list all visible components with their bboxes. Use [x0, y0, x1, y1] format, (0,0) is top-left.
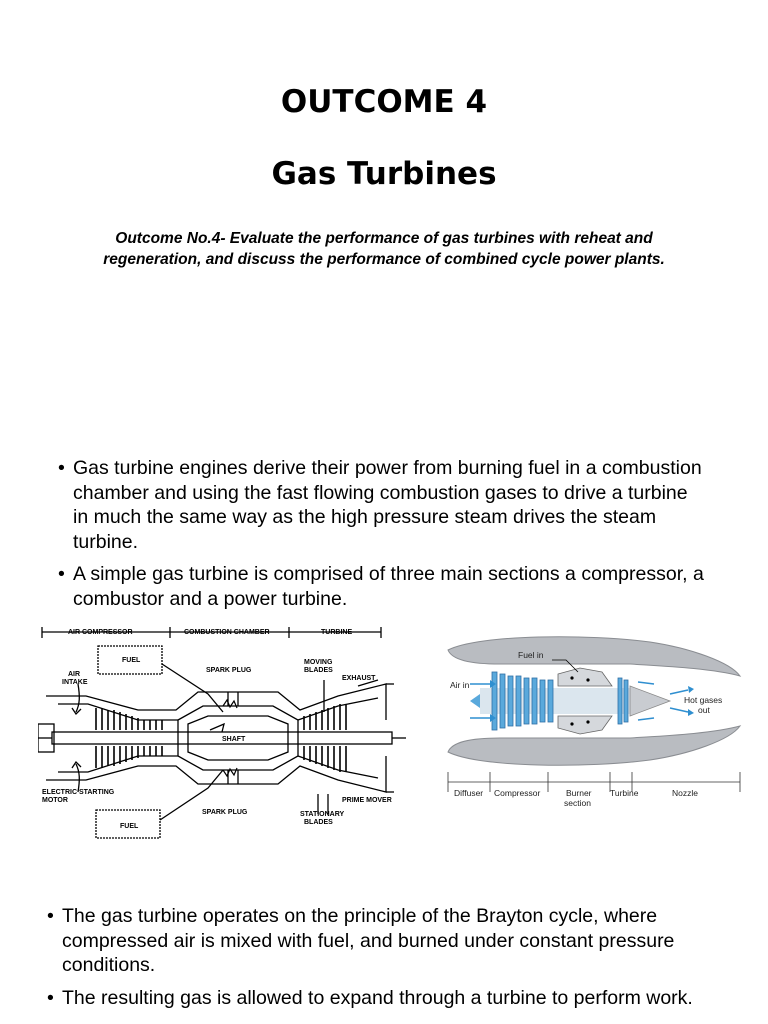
label-spark-plug-top: SPARK PLUG	[206, 667, 252, 674]
label-nozzle: Nozzle	[672, 788, 698, 798]
label-fuel-in: Fuel in	[518, 650, 544, 660]
page-subtitle: Gas Turbines	[271, 156, 497, 192]
outcome-description: Outcome No.4- Evaluate the performance o…	[103, 230, 665, 268]
label-hot-gases-out: out	[698, 705, 710, 715]
label-turbine: TURBINE	[321, 629, 352, 636]
label-stationary-blades-2: BLADES	[304, 819, 333, 826]
label-stationary-blades-1: STATIONARY	[300, 811, 345, 818]
label-air-in: Air in	[450, 680, 470, 690]
label-burner: Burner	[566, 788, 592, 798]
bullet-list-top: Gas turbine engines derive their power f…	[58, 456, 708, 619]
bullet-item: Gas turbine engines derive their power f…	[58, 456, 708, 554]
label-air-compressor: AIR COMPRESSOR	[68, 629, 133, 636]
label-combustion-chamber: COMBUSTION CHAMBER	[184, 629, 270, 636]
bullet-item: A simple gas turbine is comprised of thr…	[58, 562, 708, 611]
label-exhaust: EXHAUST	[342, 675, 376, 682]
label-electric-starting: ELECTRIC STARTING	[42, 789, 115, 796]
label-fuel-top: FUEL	[122, 657, 141, 664]
page-title: OUTCOME 4	[280, 84, 488, 120]
label-moving-blades-1: MOVING	[304, 659, 333, 666]
label-fuel-bottom: FUEL	[120, 823, 139, 830]
label-air-intake-1: AIR	[68, 671, 80, 678]
label-shaft: SHAFT	[222, 736, 246, 743]
label-diffuser: Diffuser	[454, 788, 483, 798]
label-air-intake-2: INTAKE	[62, 679, 88, 686]
gas-turbine-cross-section-diagram: AIR COMPRESSOR COMBUSTION CHAMBER TURBIN…	[37, 624, 406, 846]
label-burner-section: section	[564, 798, 591, 808]
label-moving-blades-2: BLADES	[304, 667, 333, 674]
bullet-item: The gas turbine operates on the principl…	[47, 904, 717, 978]
jet-engine-svg: Fuel in Air in Hot gases out Diffuser Co…	[447, 636, 742, 808]
label-hot-gases: Hot gases	[684, 695, 722, 705]
gas-turbine-cross-section-svg: AIR COMPRESSOR COMBUSTION CHAMBER TURBIN…	[37, 627, 406, 839]
jet-engine-diagram: Fuel in Air in Hot gases out Diffuser Co…	[440, 632, 748, 814]
bullet-list-bottom: The gas turbine operates on the principl…	[47, 904, 717, 1018]
label-compressor: Compressor	[494, 788, 540, 798]
bullet-item: The resulting gas is allowed to expand t…	[47, 986, 717, 1011]
label-spark-plug-bottom: SPARK PLUG	[202, 809, 248, 816]
label-turbine: Turbine	[610, 788, 639, 798]
label-motor: MOTOR	[42, 797, 68, 804]
label-prime-mover: PRIME MOVER	[342, 797, 392, 804]
